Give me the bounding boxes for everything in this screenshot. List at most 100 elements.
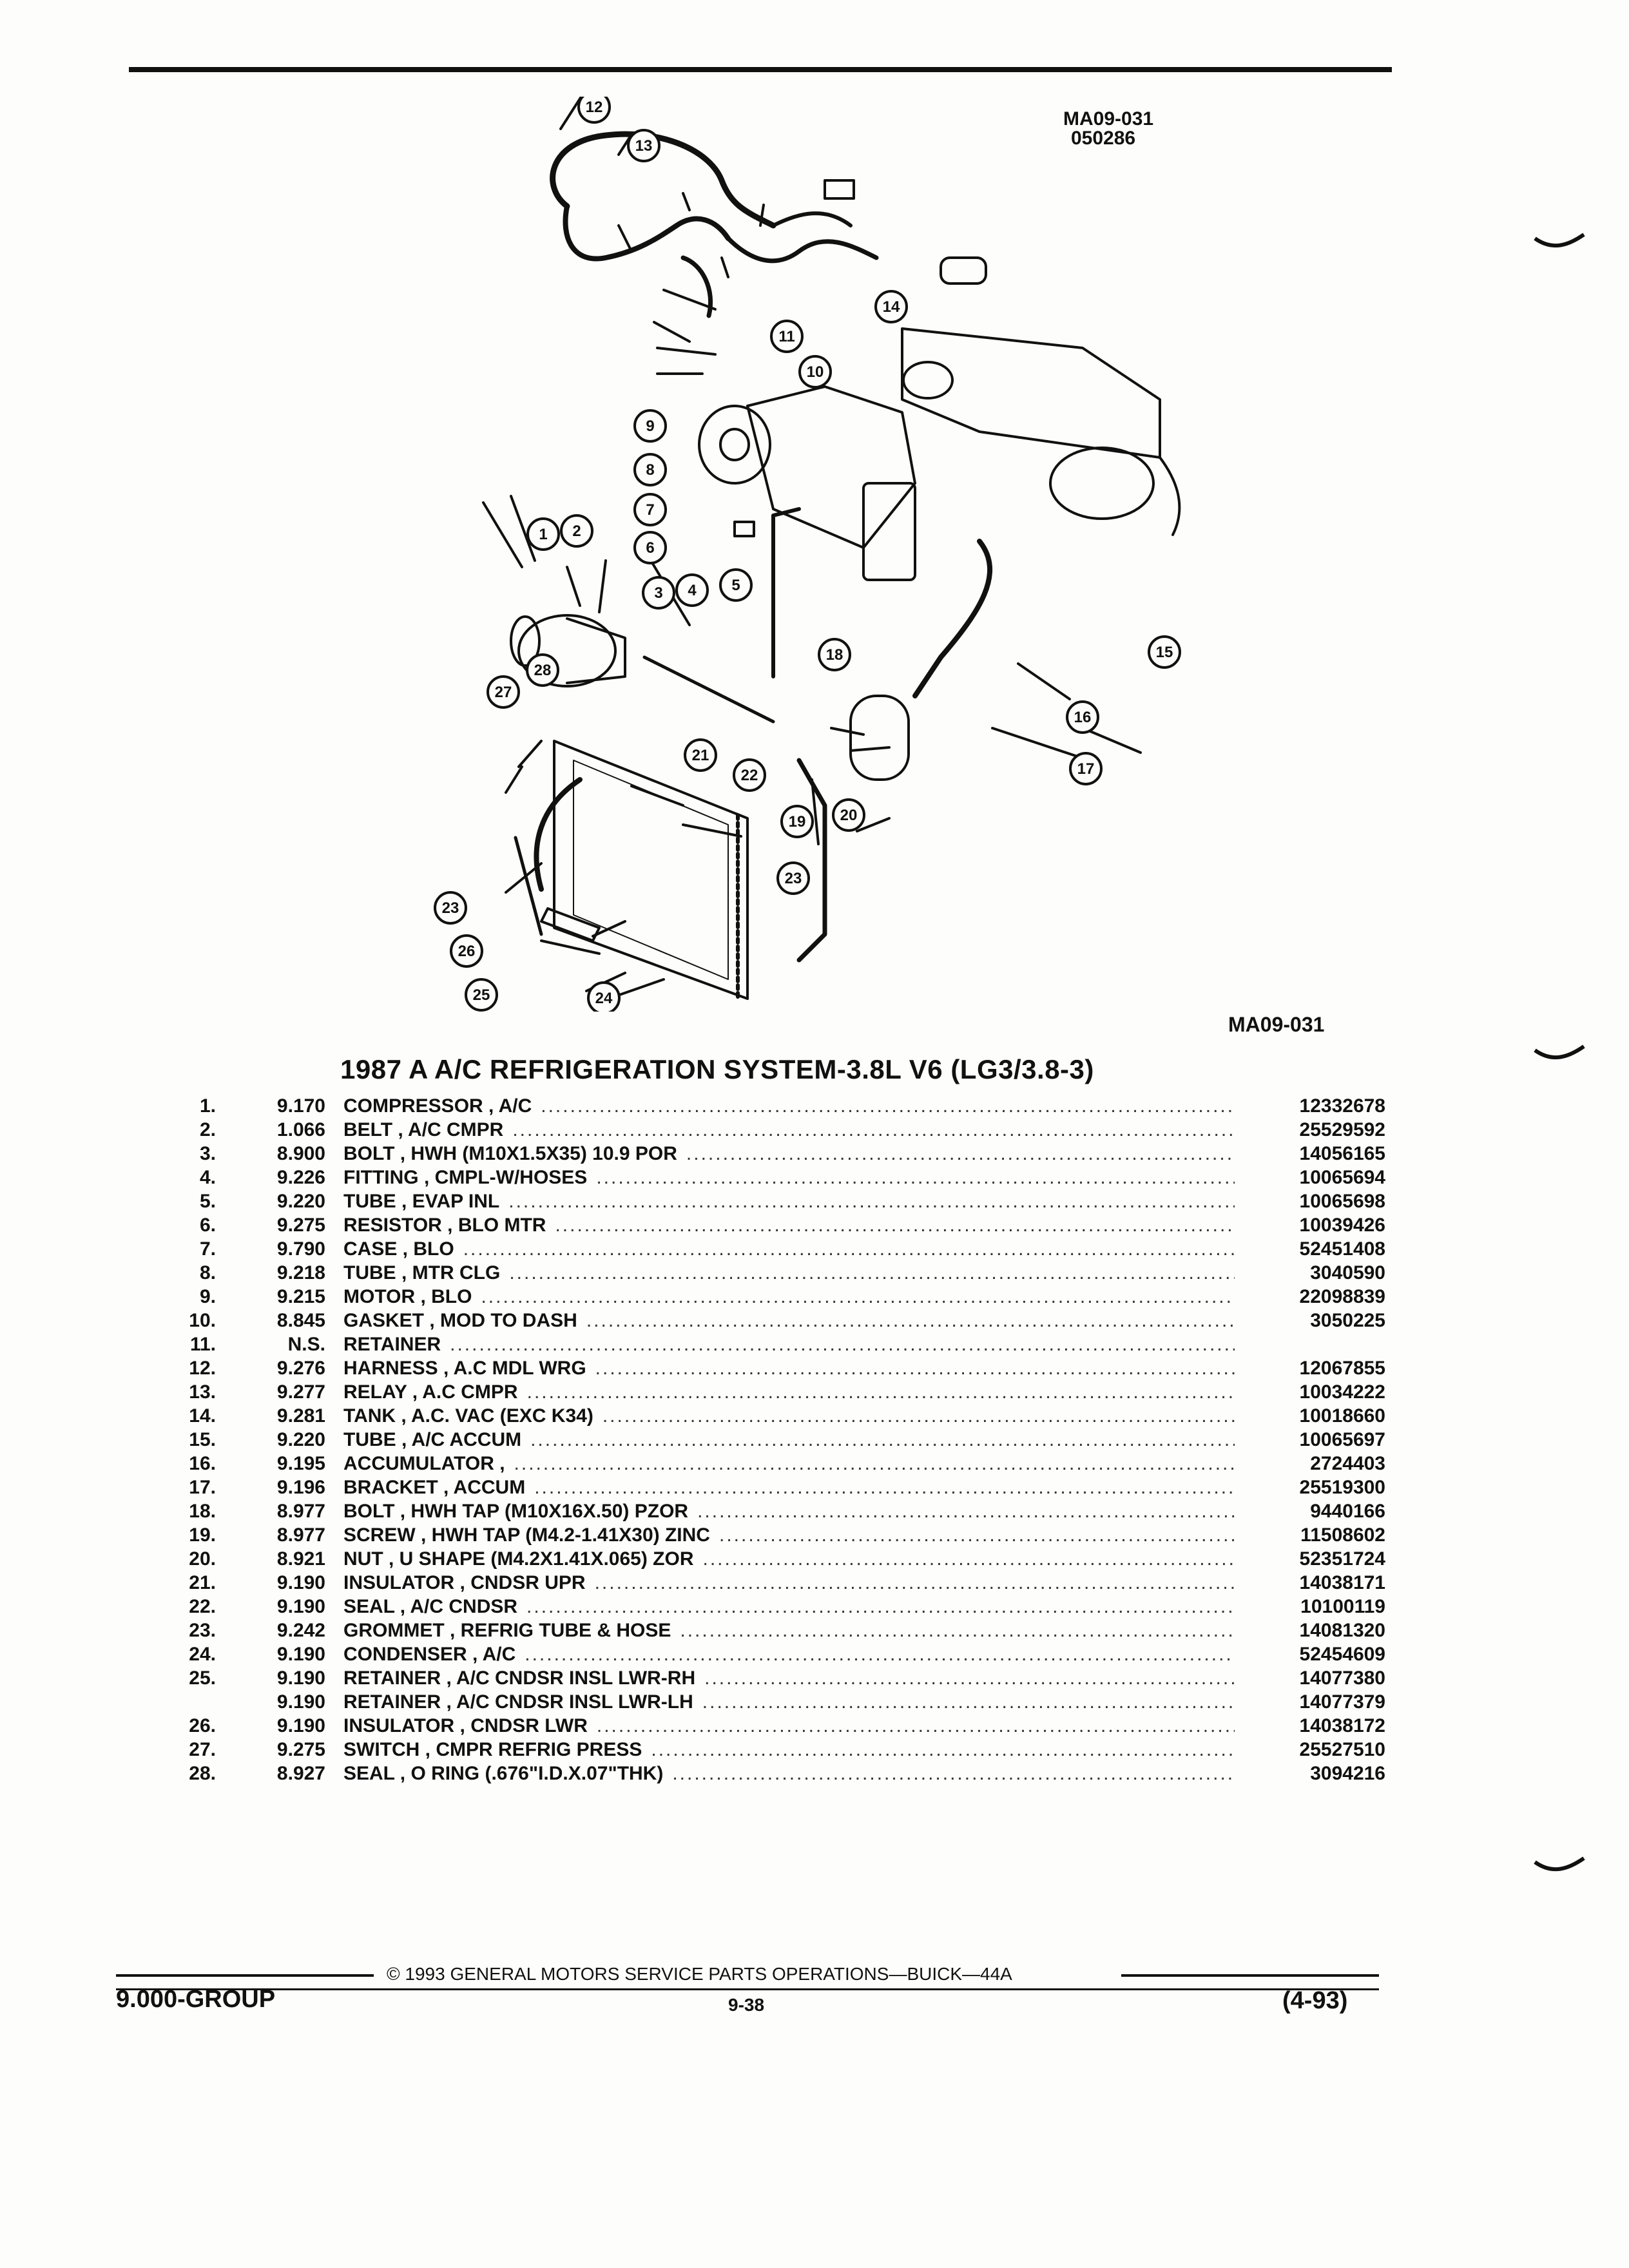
part-number: 9440166 [1310, 1501, 1385, 1522]
binder-mark [1534, 1856, 1585, 1872]
item-number: 25. [189, 1667, 216, 1689]
retainer [540, 907, 601, 942]
svg-text:11: 11 [778, 328, 795, 345]
callout-10: 10 [798, 355, 832, 389]
part-number: 12332678 [1299, 1095, 1385, 1117]
leader-dots: ........................................… [594, 1572, 1235, 1593]
group-number: 9.218 [276, 1262, 325, 1283]
callout-3: 3 [642, 576, 675, 610]
footer-rule-left [116, 1974, 374, 1977]
svg-text:5: 5 [731, 577, 740, 594]
svg-text:8: 8 [646, 461, 654, 479]
part-description: RETAINER , A/C CNDSR INSL LWR-LH [343, 1691, 693, 1713]
group-number: 9.190 [276, 1715, 325, 1736]
svg-text:23: 23 [442, 899, 459, 917]
part-description: GASKET , MOD TO DASH [343, 1310, 577, 1331]
callout-8: 8 [633, 453, 667, 486]
part-description: CASE , BLO [343, 1238, 454, 1260]
part-description: BRACKET , ACCUM [343, 1477, 526, 1498]
part-description: TUBE , EVAP INL [343, 1191, 500, 1212]
leader-dots: ........................................… [704, 1667, 1235, 1689]
callout-23-left: 23 [434, 891, 467, 925]
part-description: FITTING , CMPL-W/HOSES [343, 1167, 588, 1188]
leader-dots: ........................................… [602, 1405, 1235, 1427]
item-number: 23. [189, 1620, 216, 1641]
item-number: 10. [189, 1310, 216, 1331]
item-number: 11. [189, 1334, 216, 1355]
group-number: 9.170 [276, 1095, 325, 1117]
leader-dots: ........................................… [526, 1381, 1235, 1403]
svg-text:18: 18 [826, 646, 843, 664]
leader-dots: ........................................… [481, 1286, 1235, 1307]
blower-motor [698, 405, 771, 485]
group-number: 9.195 [276, 1453, 325, 1474]
part-number: 12067855 [1299, 1358, 1385, 1379]
callout-12: 12 [577, 97, 611, 124]
item-number: 13. [189, 1381, 216, 1403]
group-number: 9.190 [276, 1572, 325, 1593]
group-number: 9.790 [276, 1238, 325, 1260]
vac-tank [940, 256, 987, 285]
callout-13: 13 [627, 129, 660, 162]
part-number: 14056165 [1299, 1143, 1385, 1164]
svg-text:15: 15 [1156, 644, 1173, 661]
part-description: BELT , A/C CMPR [343, 1119, 504, 1140]
part-number: 52451408 [1299, 1238, 1385, 1260]
svg-text:25: 25 [473, 986, 490, 1004]
part-description: HARNESS , A.C MDL WRG [343, 1358, 586, 1379]
item-number: 3. [199, 1143, 216, 1164]
svg-text:21: 21 [692, 747, 709, 764]
svg-text:26: 26 [458, 943, 476, 960]
figure-date: 050286 [1071, 128, 1136, 149]
part-number: 10065697 [1299, 1429, 1385, 1450]
leader-dots: ........................................… [514, 1453, 1235, 1474]
binder-mark [1534, 233, 1585, 248]
item-number: 12. [189, 1358, 216, 1379]
leader-dots: ........................................… [596, 1715, 1235, 1736]
callout-14: 14 [874, 290, 908, 323]
svg-text:7: 7 [646, 501, 654, 519]
leader-dots: ........................................… [508, 1191, 1235, 1212]
callout-7: 7 [633, 493, 667, 526]
part-description: GROMMET , REFRIG TUBE & HOSE [343, 1620, 671, 1641]
footer-rule-right [1121, 1974, 1379, 1977]
item-number: 19. [189, 1524, 216, 1546]
svg-text:6: 6 [646, 539, 654, 557]
part-description: ACCUMULATOR , [343, 1453, 505, 1474]
accum-tube [912, 539, 992, 698]
leader-dots: ........................................… [530, 1429, 1235, 1450]
part-number: 10039426 [1299, 1215, 1385, 1236]
item-number: 9. [199, 1286, 216, 1307]
part-number: 3050225 [1310, 1310, 1385, 1331]
item-number: 14. [189, 1405, 216, 1427]
item-number: 8. [199, 1262, 216, 1283]
group-number: 9.190 [276, 1667, 325, 1689]
svg-text:13: 13 [635, 137, 653, 155]
item-number: 6. [199, 1215, 216, 1236]
group-number: 9.190 [276, 1644, 325, 1665]
item-number: 26. [189, 1715, 216, 1736]
binder-mark [1534, 1044, 1585, 1060]
footer-rule-bottom [116, 1988, 1379, 1990]
group-number: 9.196 [276, 1477, 325, 1498]
part-description: TUBE , A/C ACCUM [343, 1429, 522, 1450]
leader-dots: ........................................… [555, 1215, 1235, 1236]
callout-1: 1 [526, 517, 560, 551]
callout-18: 18 [818, 638, 851, 671]
part-description: INSULATOR , CNDSR LWR [343, 1715, 588, 1736]
svg-text:20: 20 [840, 807, 858, 824]
group-number: N.S. [287, 1334, 325, 1355]
